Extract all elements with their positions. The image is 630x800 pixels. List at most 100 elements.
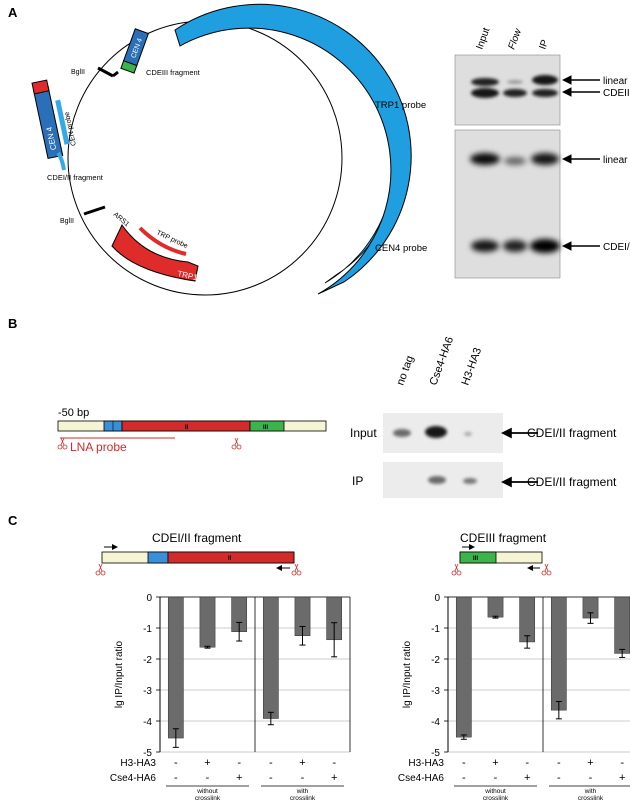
svg-text:II: II xyxy=(185,425,189,431)
h3-sign: - xyxy=(269,757,273,769)
cen4-blot xyxy=(454,129,561,279)
b-col-cse4: Cse4-HA6 xyxy=(428,335,457,387)
c-left-title: CDEI/II fragment xyxy=(152,531,242,545)
blot-band xyxy=(531,153,559,165)
bglii-top-site xyxy=(97,66,114,78)
cse4-sign: - xyxy=(206,772,210,784)
y-tick-label: -2 xyxy=(143,655,152,666)
svg-text:II: II xyxy=(228,556,232,562)
cen-probe-bar xyxy=(55,99,70,145)
group-label: crosslink xyxy=(290,795,316,800)
cse4-sign: + xyxy=(236,772,242,784)
bar xyxy=(262,596,279,719)
cen4-probe-label: CEN4 probe xyxy=(375,243,427,254)
c-right-row-cse4: Cse4-HA6 xyxy=(398,773,445,784)
blot-band xyxy=(530,239,560,253)
group-label: without xyxy=(196,788,218,795)
c-right-construct: CDEIII fragment III xyxy=(451,531,552,576)
blot-band xyxy=(425,426,447,438)
svg-text:III: III xyxy=(263,425,268,431)
scissors-icon xyxy=(95,563,106,576)
b-row-ip: IP xyxy=(352,474,363,488)
c-right-row-h3: H3-HA3 xyxy=(408,758,444,769)
y-tick-label: -5 xyxy=(431,748,440,759)
band-linear-bottom: linear xyxy=(603,155,628,166)
h3-sign: - xyxy=(237,757,241,769)
y-tick-label: -3 xyxy=(143,686,152,697)
bar xyxy=(199,596,216,648)
blot-band xyxy=(503,89,527,97)
y-tick-label: 0 xyxy=(146,593,152,604)
b-row-input: Input xyxy=(350,426,377,440)
h3-sign: + xyxy=(492,757,498,769)
blot-band xyxy=(470,153,500,165)
b-col-notag: no tag xyxy=(395,354,417,387)
band-cdei-ii: CDEI/II xyxy=(603,242,630,253)
b-col-h3: H3-HA3 xyxy=(460,346,485,387)
b-arrow-label-input: CDEI/II fragment xyxy=(527,426,617,440)
trp-probe-label: TRP probe xyxy=(155,229,189,250)
bglii-bottom-site xyxy=(83,205,106,216)
bar xyxy=(455,596,472,738)
group-label: with xyxy=(584,788,597,795)
scissors-icon xyxy=(541,563,552,576)
blot-band xyxy=(393,429,411,437)
h3-sign: - xyxy=(557,757,561,769)
h3-sign: - xyxy=(462,757,466,769)
group-label: without xyxy=(484,788,506,795)
blot-col-input: Input xyxy=(474,26,492,51)
c-left-row-cse4: Cse4-HA6 xyxy=(110,773,157,784)
panel-a-label: A xyxy=(8,5,18,20)
scissors-icon xyxy=(57,437,68,450)
y-tick-label: -4 xyxy=(143,717,152,728)
plasmid-backbone xyxy=(67,20,343,296)
bar xyxy=(167,596,184,739)
cse4-sign: - xyxy=(174,772,178,784)
svg-text:III: III xyxy=(473,556,478,562)
cse4-sign: - xyxy=(589,772,593,784)
cse4-sign: - xyxy=(557,772,561,784)
panel-b-label: B xyxy=(8,316,17,331)
group-label: crosslink xyxy=(195,795,221,800)
blot-band xyxy=(471,240,499,252)
cse4-sign: + xyxy=(619,772,625,784)
group-label: crosslink xyxy=(578,795,604,800)
cdeiii-fragment-label: CDEIII fragment xyxy=(146,68,201,77)
h3-sign: + xyxy=(587,757,593,769)
bar xyxy=(550,596,567,711)
bglii-top-label: BglII xyxy=(71,69,85,76)
h3-sign: - xyxy=(174,757,178,769)
blot-band xyxy=(507,80,523,84)
c-left-construct: CDEI/II fragment II xyxy=(95,531,302,576)
blot-band xyxy=(428,476,446,484)
y-tick-label: -5 xyxy=(143,748,152,759)
y-tick-label: -1 xyxy=(431,624,440,635)
bar xyxy=(519,596,536,643)
h3-sign: + xyxy=(204,757,210,769)
blot-band xyxy=(464,432,472,436)
cse4-sign: - xyxy=(269,772,273,784)
h3-sign: - xyxy=(525,757,529,769)
cse4-sign: - xyxy=(462,772,466,784)
band-linear-top: linear xyxy=(603,76,628,87)
blot-band xyxy=(532,89,558,97)
puc19-block xyxy=(174,3,412,295)
y-tick-label: -4 xyxy=(431,717,440,728)
blot-col-ip: IP xyxy=(537,38,551,51)
scissors-icon xyxy=(231,437,242,450)
y-tick-label: -2 xyxy=(431,655,440,666)
y-axis-label: lg IP/Input ratio xyxy=(114,640,125,708)
cse4-sign: + xyxy=(524,772,530,784)
trp1-label: TRP1 xyxy=(177,269,199,282)
puc19-label: pUC19 xyxy=(229,31,256,44)
trp1-probe-label: TRP1 probe xyxy=(375,100,426,111)
cse4-sign: + xyxy=(331,772,337,784)
group-label: crosslink xyxy=(483,795,509,800)
trp-probe-bar xyxy=(138,226,187,256)
panel-c-label: C xyxy=(8,513,18,528)
ars1-label: ARS1 xyxy=(112,211,131,228)
group-label: with xyxy=(296,788,309,795)
cdei-ii-fragment-label: CDEI/II fragment xyxy=(47,173,104,182)
b-arrow-label-ip: CDEI/II fragment xyxy=(527,475,617,489)
